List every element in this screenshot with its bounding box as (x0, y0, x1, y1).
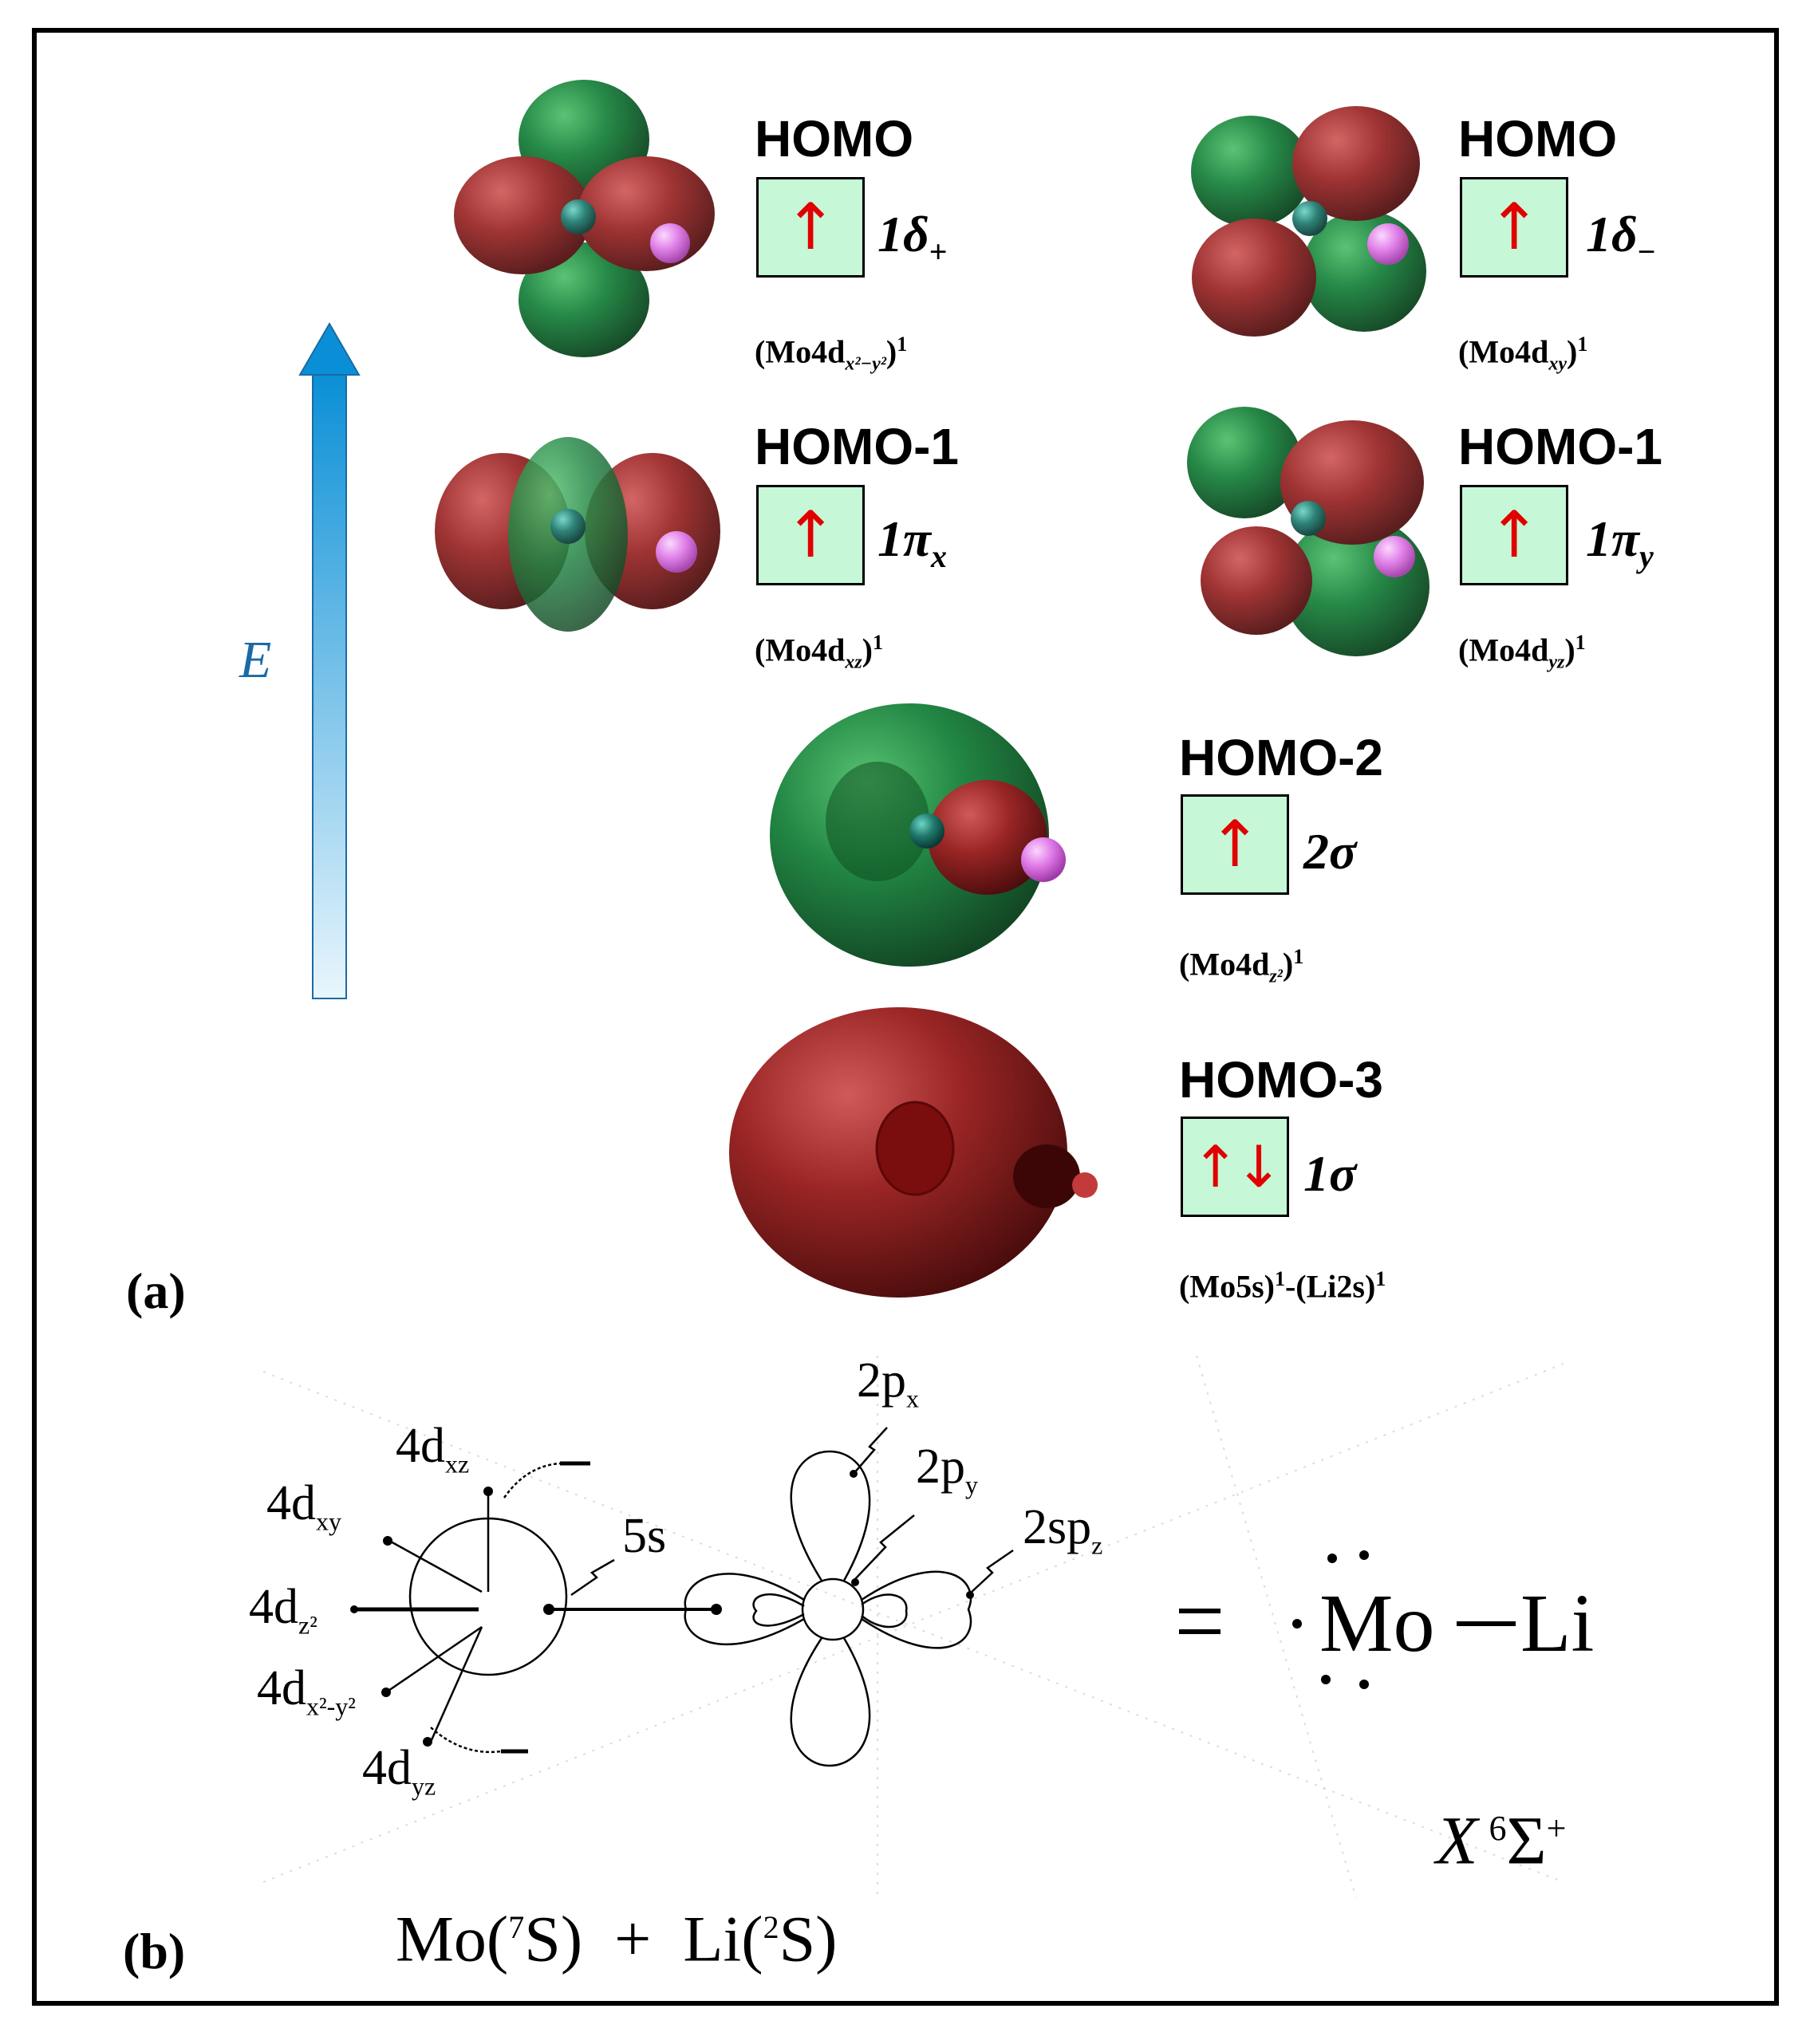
label-2py: 2py (916, 1439, 978, 1499)
electron-configuration: (Mo4dxy)1 (1458, 333, 1588, 375)
occupancy-box: ↑↓ (1181, 1117, 1289, 1217)
molecule-li: Li (1520, 1577, 1595, 1669)
label-4dz2: 4dz² (249, 1580, 317, 1640)
orbital-symbol: 1δ− (1586, 206, 1656, 270)
label-4dxy: 4dxy (266, 1476, 341, 1536)
orbital-dz2-isosurface (770, 703, 1066, 967)
label-4dyz: 4dyz (362, 1741, 436, 1801)
electron-configuration: (Mo4dx²−y²)1 (755, 333, 908, 375)
occupancy-box: ↑ (1460, 177, 1568, 278)
label-4dx2y2: 4dx²-y² (257, 1661, 356, 1721)
orbital-symbol: 1δ+ (877, 206, 948, 270)
occupancy-box: ↑ (1460, 485, 1568, 585)
level-label: HOMO (1458, 110, 1618, 167)
panel-a-label: (a) (126, 1262, 186, 1319)
electron-configuration: (Mo4dz²)1 (1179, 945, 1304, 987)
energy-axis-label: E (239, 631, 272, 689)
reactants-equation: Mo(7S)+Li(2S) (396, 1902, 838, 1975)
orbital-symbol: 1πy (1586, 510, 1654, 574)
orbital-dxz-isosurface (435, 437, 720, 632)
figure-frame (32, 28, 1779, 2006)
panel-b-label: (b) (123, 1923, 186, 1979)
electron-configuration: (Mo4dyz)1 (1458, 631, 1586, 673)
orbital-symbol: 2σ (1303, 823, 1357, 880)
level-label: HOMO-1 (755, 418, 959, 475)
orbital-symbol: 1πx (877, 510, 947, 574)
occupancy-box: ↑ (1181, 794, 1289, 895)
label-2px: 2px (857, 1353, 919, 1413)
label-5s: 5s (622, 1509, 667, 1563)
orbital-dxy-isosurface (1191, 106, 1426, 337)
energy-arrow (298, 322, 361, 999)
orbital-dyz-isosurface (1187, 407, 1430, 656)
level-label: HOMO-3 (1179, 1051, 1383, 1109)
orbital-s-isosurface (729, 1007, 1098, 1298)
level-label: HOMO (755, 110, 914, 167)
electron-configuration: (Mo5s)1-(Li2s)1 (1179, 1267, 1386, 1305)
label-2spz: 2spz (1023, 1500, 1103, 1560)
label-4dxz: 4dxz (396, 1419, 470, 1479)
electron-configuration: (Mo4dxz)1 (755, 631, 883, 673)
orbital-symbol: 1σ (1303, 1145, 1357, 1202)
occupancy-box: ↑ (756, 177, 865, 278)
molecule-mo: Mo (1319, 1577, 1435, 1669)
level-label: HOMO-1 (1458, 418, 1662, 475)
orbital-dx2y2-isosurface (454, 80, 715, 357)
level-label: HOMO-2 (1179, 729, 1383, 786)
occupancy-box: ↑ (756, 485, 865, 585)
